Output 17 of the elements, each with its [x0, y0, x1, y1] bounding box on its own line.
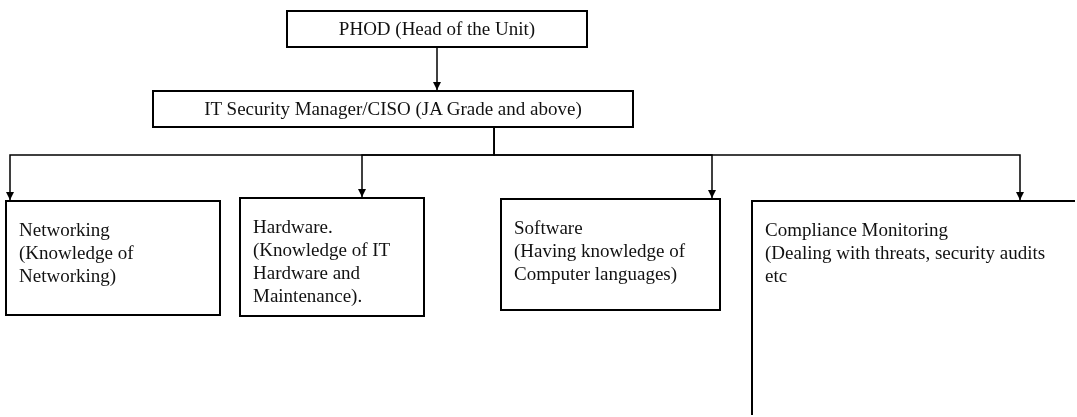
role-box	[286, 10, 588, 48]
box-description: (Dealing with threats, security audits etc	[765, 241, 1047, 287]
team-box	[239, 197, 425, 317]
box-title: IT Security Manager/CISO (JA Grade and above)	[203, 97, 583, 120]
team-box	[500, 198, 721, 311]
team-box	[5, 200, 221, 316]
box-description: (Knowledge of Networking)	[19, 241, 135, 287]
box-title: Compliance Monitoring	[765, 218, 950, 241]
box-description: (Having knowledge of Computer languages)	[514, 239, 686, 285]
box-title: Software	[514, 216, 584, 239]
role-box	[152, 90, 634, 128]
connector-arrow	[433, 47, 441, 91]
box-title: Hardware.	[253, 215, 334, 238]
connector-arrow	[493, 127, 1024, 201]
box-description: (Knowledge of IT Hardware and Maintenance).	[253, 238, 391, 307]
box-title: Networking	[19, 218, 111, 241]
box-title: PHOD (Head of the Unit)	[337, 17, 537, 40]
